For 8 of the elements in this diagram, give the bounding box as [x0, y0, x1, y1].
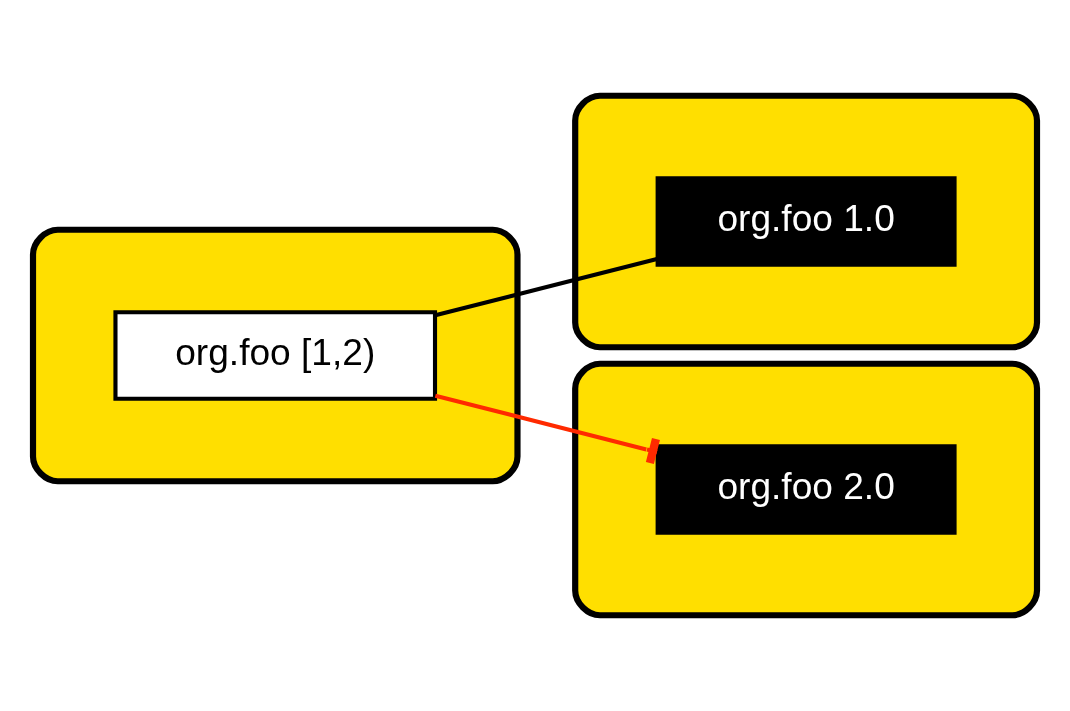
cluster — [572, 92, 1041, 351]
node-box: org.foo [1,2) — [113, 310, 438, 401]
node-box: org.foo 1.0 — [655, 176, 957, 267]
connector — [434, 256, 658, 318]
connector — [434, 393, 660, 465]
cluster — [572, 360, 1041, 619]
node-box: org.foo 2.0 — [655, 444, 957, 535]
cluster — [29, 226, 521, 485]
